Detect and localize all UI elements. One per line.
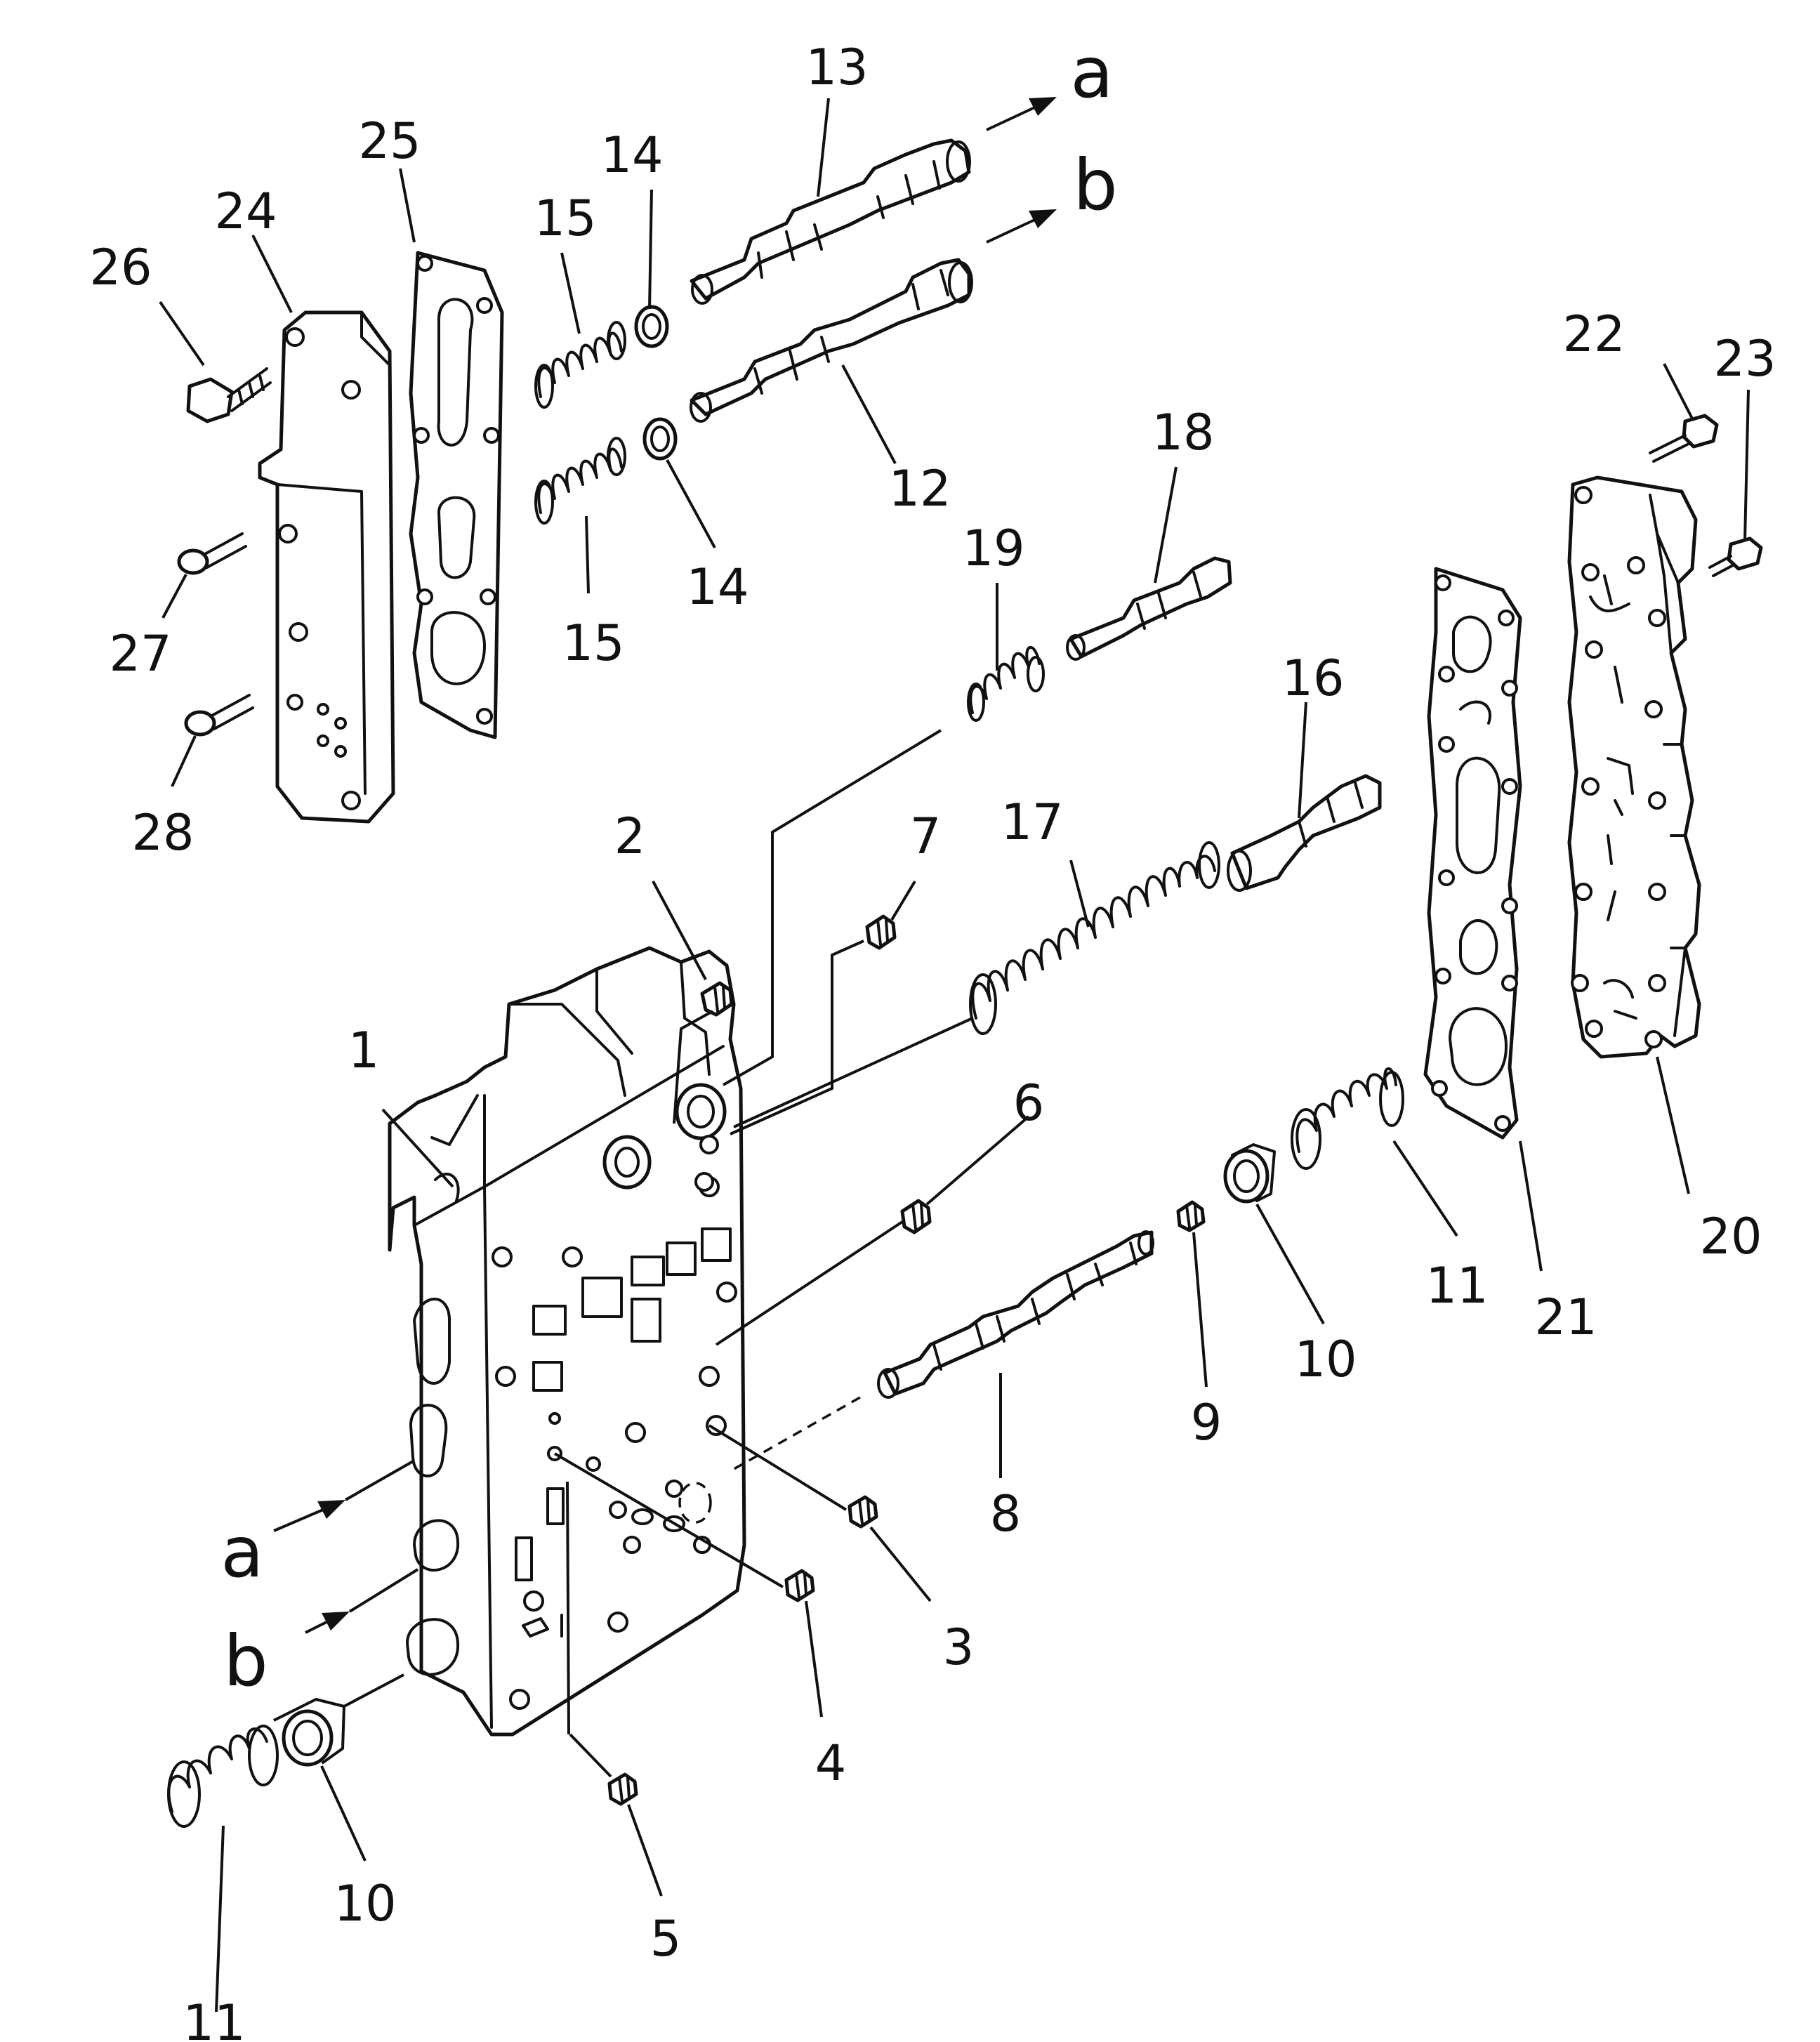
label-part-3: 3 bbox=[943, 1619, 975, 1676]
flow-letter-a-left: a bbox=[220, 1511, 263, 1593]
part-26-bolt bbox=[186, 367, 272, 423]
label-part-1: 1 bbox=[348, 1022, 380, 1079]
flow-arrow-a-left bbox=[273, 1459, 415, 1532]
flow-letters: a b a b bbox=[220, 32, 1117, 1702]
label-part-8: 8 bbox=[990, 1485, 1022, 1543]
label-part-11-left: 11 bbox=[183, 1994, 245, 2042]
part-6-plug bbox=[900, 1199, 932, 1234]
label-part-13: 13 bbox=[805, 39, 868, 96]
part-15-spring-lower bbox=[534, 437, 626, 525]
leader-lines bbox=[159, 98, 1750, 2013]
part-22-bolt bbox=[1649, 414, 1719, 463]
part-11-spring-left bbox=[167, 1725, 279, 1828]
label-part-10-right: 10 bbox=[1294, 1331, 1357, 1388]
part-17-spring bbox=[969, 841, 1220, 1035]
part-10-sleeve-left bbox=[282, 1698, 345, 1767]
label-part-2: 2 bbox=[614, 808, 646, 865]
part-14-ring-lower bbox=[642, 417, 678, 461]
flow-letter-b-top: b bbox=[1073, 144, 1117, 226]
part-4-plug bbox=[784, 1569, 815, 1602]
label-part-22: 22 bbox=[1562, 305, 1625, 363]
label-part-25: 25 bbox=[358, 112, 421, 170]
label-part-26: 26 bbox=[89, 239, 152, 296]
part-2-plug bbox=[700, 981, 734, 1017]
label-part-12: 12 bbox=[888, 460, 951, 518]
flow-letter-b-left: b bbox=[223, 1620, 268, 1702]
label-part-14-upper: 14 bbox=[600, 126, 663, 184]
passage-lines bbox=[273, 729, 973, 1778]
label-part-19: 19 bbox=[962, 520, 1024, 577]
flow-arrow-b-top bbox=[986, 209, 1057, 244]
flow-arrow-b-left bbox=[305, 1568, 419, 1634]
label-part-20: 20 bbox=[1699, 1208, 1762, 1265]
flow-letter-a-top: a bbox=[1070, 32, 1113, 114]
part-20-cover-plate bbox=[1567, 475, 1701, 1059]
label-part-17: 17 bbox=[1001, 793, 1063, 851]
part-1-valve-body bbox=[388, 946, 746, 1737]
label-part-21: 21 bbox=[1534, 1289, 1597, 1346]
label-part-4: 4 bbox=[815, 1734, 847, 1792]
part-15-spring-upper bbox=[534, 321, 626, 409]
part-16-plunger bbox=[1227, 774, 1382, 892]
label-part-28: 28 bbox=[131, 804, 194, 862]
label-part-15-upper: 15 bbox=[534, 190, 596, 247]
part-13-spool bbox=[690, 138, 971, 305]
label-part-9: 9 bbox=[1191, 1394, 1222, 1451]
part-18-plunger bbox=[1066, 556, 1232, 661]
label-part-10-left: 10 bbox=[334, 1875, 396, 1932]
part-labels: 1 2 3 4 5 6 7 8 9 10 10 11 11 12 13 14 1… bbox=[89, 39, 1776, 2042]
flow-arrow-a-top bbox=[986, 97, 1057, 131]
label-part-5: 5 bbox=[650, 1910, 682, 1968]
label-part-7: 7 bbox=[910, 808, 942, 865]
part-8-spool bbox=[877, 1230, 1154, 1399]
label-part-11-right: 11 bbox=[1425, 1257, 1488, 1315]
part-28-bolt bbox=[184, 694, 254, 737]
part-5-plug bbox=[607, 1772, 638, 1806]
part-3-plug bbox=[848, 1495, 878, 1529]
part-23-bolt bbox=[1708, 536, 1763, 577]
label-part-24: 24 bbox=[214, 183, 277, 240]
label-part-18: 18 bbox=[1152, 404, 1214, 461]
label-part-14-lower: 14 bbox=[686, 558, 749, 616]
part-19-spring bbox=[967, 646, 1045, 722]
label-part-27: 27 bbox=[109, 625, 171, 683]
part-27-bolt bbox=[177, 532, 247, 575]
part-10-sleeve-right bbox=[1223, 1143, 1276, 1204]
label-part-16: 16 bbox=[1281, 650, 1344, 707]
label-part-6: 6 bbox=[1013, 1074, 1045, 1132]
part-7-plug bbox=[865, 914, 897, 950]
part-21-gasket bbox=[1423, 567, 1522, 1140]
part-9-plug bbox=[1176, 1200, 1206, 1232]
label-part-23: 23 bbox=[1713, 330, 1776, 388]
part-25-gasket bbox=[409, 251, 504, 739]
part-14-ring-upper bbox=[634, 305, 669, 348]
part-11-spring-right bbox=[1291, 1067, 1404, 1170]
part-24-cover-plate bbox=[258, 310, 395, 824]
label-part-15-lower: 15 bbox=[562, 614, 624, 672]
part-12-spool bbox=[690, 258, 973, 423]
